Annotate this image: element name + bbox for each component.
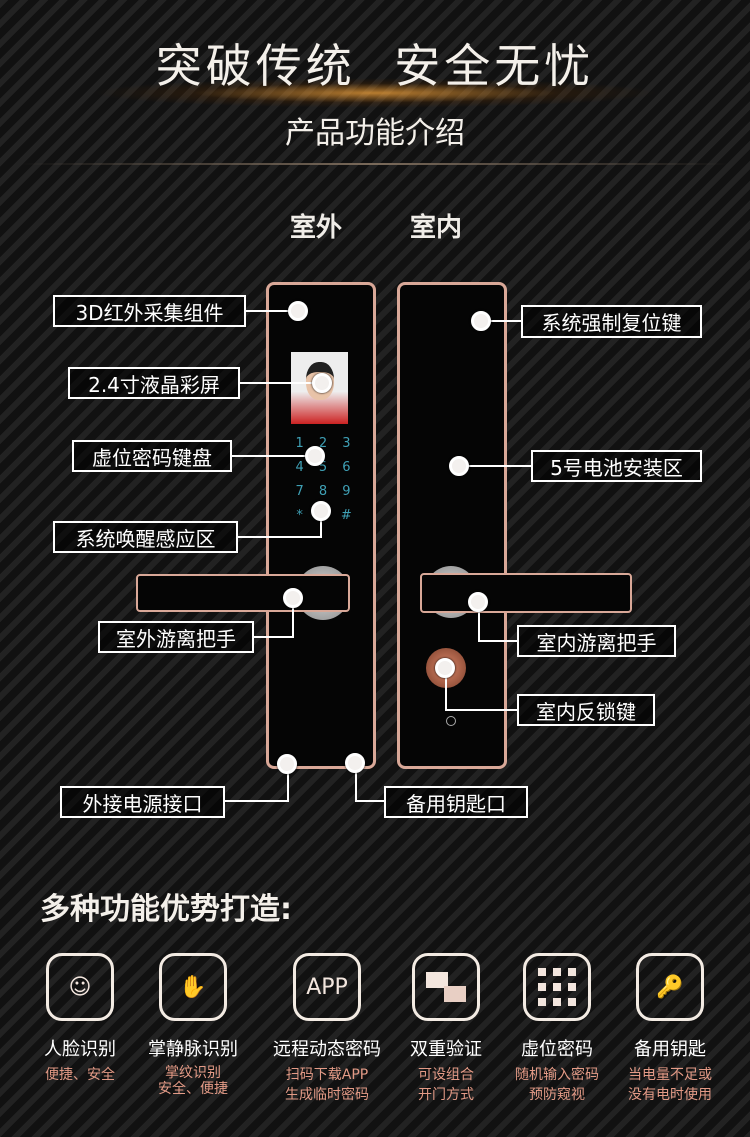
feature-sub: 掌纹识别安全、便捷 — [158, 1065, 228, 1097]
app-icon: APP — [293, 953, 361, 1021]
key[interactable]: # — [340, 508, 352, 523]
key[interactable]: 8 — [318, 484, 328, 499]
key[interactable]: 5 — [318, 460, 328, 475]
feature-sub: 当电量不足或没有电时使用 — [628, 1067, 712, 1103]
callout-lock-knob: 室内反锁键 — [517, 694, 655, 726]
outer-handle-marker — [283, 588, 303, 608]
feature-name: 备用钥匙 — [634, 1039, 706, 1060]
feature-face: ☺ 人脸识别 便捷、安全 — [20, 953, 140, 1085]
indoor-lock-panel — [397, 282, 507, 769]
keypad[interactable]: 123 456 789 *0# — [288, 436, 358, 523]
feature-sub: 随机输入密码预防窥视 — [515, 1067, 599, 1103]
callout-battery: 5号电池安装区 — [531, 450, 702, 482]
features-title: 多种功能优势打造: — [40, 892, 292, 927]
power-port-marker — [277, 754, 297, 774]
callout-ir-sensor: 3D红外采集组件 — [53, 295, 246, 327]
callout-keypad: 虚位密码键盘 — [72, 440, 232, 472]
page-title: 突破传统 安全无忧 — [155, 39, 595, 93]
title-glow — [90, 78, 660, 108]
feature-palm: ✋ 掌静脉识别 掌纹识别安全、便捷 — [133, 953, 253, 1097]
inner-handle-marker — [468, 592, 488, 612]
key[interactable]: 9 — [342, 484, 351, 499]
battery-marker — [449, 456, 469, 476]
key[interactable]: 3 — [342, 436, 351, 451]
callout-outer-handle: 室外游离把手 — [98, 621, 254, 653]
screen-marker — [312, 373, 332, 393]
feature-name: 掌静脉识别 — [148, 1039, 238, 1060]
indoor-handle[interactable] — [420, 573, 632, 613]
feature-virtual-code: 虚位密码 随机输入密码预防窥视 — [497, 953, 617, 1105]
callout-screen: 2.4寸液晶彩屏 — [68, 367, 240, 399]
callout-spare-key: 备用钥匙口 — [384, 786, 528, 818]
divider — [20, 163, 730, 165]
lock-knob-marker — [435, 658, 455, 678]
key[interactable]: 4 — [295, 460, 304, 475]
callout-inner-handle: 室内游离把手 — [517, 625, 676, 657]
feature-name: 双重验证 — [410, 1039, 482, 1060]
key[interactable]: 2 — [318, 436, 328, 451]
feature-name: 人脸识别 — [44, 1039, 116, 1060]
spare-key-marker — [345, 753, 365, 773]
key[interactable]: 1 — [295, 436, 304, 451]
keyhole-icon — [446, 716, 456, 726]
page-subtitle: 产品功能介绍 — [285, 116, 465, 151]
ir-sensor-marker — [288, 301, 308, 321]
wake-sensor-marker — [311, 501, 331, 521]
feature-dual: 双重验证 可设组合开门方式 — [386, 953, 506, 1105]
key[interactable]: * — [296, 508, 303, 523]
feature-sub: 可设组合开门方式 — [418, 1067, 474, 1103]
key[interactable]: 6 — [342, 460, 351, 475]
feature-name: 远程动态密码 — [273, 1039, 381, 1060]
face-icon: ☺ — [46, 953, 114, 1021]
callout-power-port: 外接电源接口 — [60, 786, 225, 818]
palm-icon: ✋ — [159, 953, 227, 1021]
callout-wake-sensor: 系统唤醒感应区 — [53, 521, 238, 553]
feature-spare-key: 🔑 备用钥匙 当电量不足或没有电时使用 — [610, 953, 730, 1105]
feature-sub: 便捷、安全 — [45, 1067, 115, 1083]
dual-verify-icon — [412, 953, 480, 1021]
feature-name: 虚位密码 — [521, 1039, 593, 1060]
outdoor-handle[interactable] — [136, 574, 350, 612]
key-icon: 🔑 — [636, 953, 704, 1021]
indoor-label: 室内 — [410, 213, 463, 243]
keypad-grid-icon — [523, 953, 591, 1021]
key[interactable]: 7 — [295, 484, 304, 499]
reset-marker — [471, 311, 491, 331]
keypad-marker — [305, 446, 325, 466]
outdoor-label: 室外 — [290, 213, 343, 243]
callout-reset: 系统强制复位键 — [521, 305, 702, 338]
